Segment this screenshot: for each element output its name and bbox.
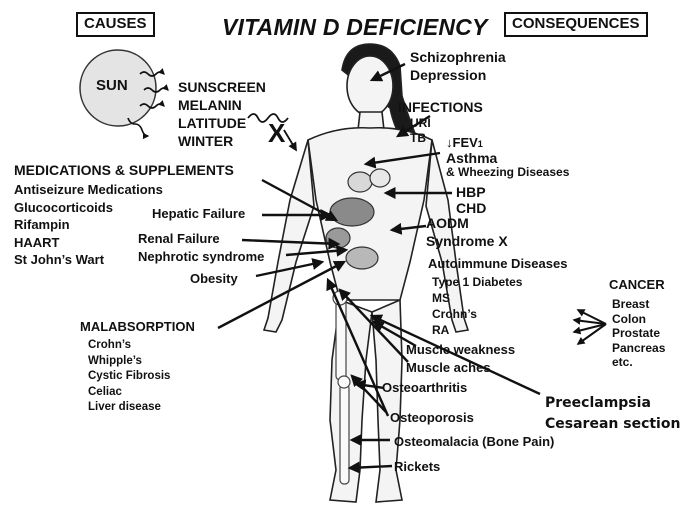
medications-heading: MEDICATIONS & SUPPLEMENTS xyxy=(14,162,234,178)
medications-list: Antiseizure Medications Glucocorticoids … xyxy=(14,181,163,269)
human-body-figure xyxy=(262,43,470,503)
diagram-title: VITAMIN D DEFICIENCY xyxy=(222,14,488,40)
consequence-cesarean: Cesarean section xyxy=(545,416,681,432)
malabsorption-item: Crohn’s xyxy=(88,339,132,351)
sun-label: SUN xyxy=(96,77,128,94)
consequence-osteoporosis: Osteoporosis xyxy=(390,410,474,425)
malabsorption-item: Celiac xyxy=(88,385,122,398)
cause-winter: WINTER xyxy=(178,133,234,149)
consequence-syndrome-x: Syndrome X xyxy=(426,233,508,249)
consequence-osteomalacia: Osteomalacia (Bone Pain) xyxy=(394,434,555,449)
autoimmune-item: Type 1 Diabetes xyxy=(432,275,523,289)
cause-latitude: LATITUDE xyxy=(178,115,247,131)
consequence-depression: Depression xyxy=(410,67,487,83)
medication-item: St John’s Wart xyxy=(14,252,105,267)
psychiatric-consequences: Schizophrenia Depression xyxy=(410,48,506,84)
blocked-x-mark: X xyxy=(268,118,286,148)
cause-melanin: MELANIN xyxy=(178,97,242,113)
cancer-arrows xyxy=(572,309,607,345)
consequence-wheezing: & Wheezing Diseases xyxy=(446,165,570,179)
autoimmune-item: Crohn’s xyxy=(432,307,477,321)
cancer-item: Prostate xyxy=(612,326,661,340)
cancer-item: Colon xyxy=(612,311,646,326)
sun-icon xyxy=(79,49,157,127)
consequences-header: CONSEQUENCES xyxy=(504,12,648,37)
muscle-consequences: Muscle weakness Muscle aches xyxy=(406,341,515,377)
cause-hepatic-failure: Hepatic Failure xyxy=(152,206,246,221)
medication-item: Antiseizure Medications xyxy=(14,182,163,197)
consequence-rickets: Rickets xyxy=(394,459,441,474)
consequence-osteoarthritis: Osteoarthritis xyxy=(382,380,468,395)
cause-obesity: Obesity xyxy=(190,271,238,286)
malabsorption-list: Crohn’s Whipple’s Cystic Fibrosis Celiac… xyxy=(88,338,170,416)
medication-item: Rifampin xyxy=(14,217,70,232)
cancer-list: Breast Colon Prostate Pancreas etc. xyxy=(612,297,665,370)
consequence-chd: CHD xyxy=(456,200,487,216)
cancer-item: Breast xyxy=(612,297,650,311)
causes-header: CAUSES xyxy=(76,12,155,37)
medication-item: Glucocorticoids xyxy=(14,199,113,215)
cancer-item: Pancreas xyxy=(612,340,666,355)
autoimmune-item: RA xyxy=(432,323,450,337)
consequence-fev1: ↓FEV1 xyxy=(446,135,483,150)
cause-renal-failure: Renal Failure xyxy=(138,231,220,246)
metabolic-consequences: AODM Syndrome X xyxy=(426,214,508,250)
consequence-preeclampsia: Preeclampsia xyxy=(545,395,651,411)
malabsorption-item: Whipple’s xyxy=(88,354,142,367)
medication-item: HAART xyxy=(14,234,60,250)
malabsorption-item: Cystic Fibrosis xyxy=(88,370,171,382)
consequence-muscle-weakness: Muscle weakness xyxy=(406,342,516,357)
autoimmune-list: Type 1 Diabetes MS Crohn’s RA xyxy=(432,274,522,338)
cause-nephrotic-syndrome: Nephrotic syndrome xyxy=(138,249,265,264)
infections-list: URI TB xyxy=(410,116,431,146)
autoimmune-heading: Autoimmune Diseases xyxy=(428,256,568,271)
infections-heading: INFECTIONS xyxy=(398,99,483,115)
infection-item: TB xyxy=(410,131,426,145)
blocked-rays-icon xyxy=(247,113,297,152)
cardio-consequences: HBP CHD xyxy=(456,184,486,216)
autoimmune-item: MS xyxy=(432,291,450,305)
cancer-heading: CANCER xyxy=(609,277,665,292)
pregnancy-consequences: Preeclampsia Cesarean section xyxy=(545,393,680,435)
consequence-aodm: AODM xyxy=(426,215,469,231)
arrows xyxy=(217,62,541,474)
cancer-item: etc. xyxy=(612,355,633,369)
cause-sunscreen: SUNSCREEN xyxy=(178,79,266,95)
malabsorption-item: Liver disease xyxy=(88,401,161,413)
malabsorption-heading: MALABSORPTION xyxy=(80,319,195,334)
sun-blockers-list: SUNSCREEN MELANIN LATITUDE WINTER xyxy=(178,78,266,150)
consequence-schizophrenia: Schizophrenia xyxy=(410,49,506,65)
sun-rays-icon xyxy=(127,68,169,140)
consequence-asthma: Asthma xyxy=(446,150,498,166)
infection-item: URI xyxy=(410,116,431,130)
consequence-muscle-aches: Muscle aches xyxy=(406,360,491,375)
consequence-hbp: HBP xyxy=(456,184,486,200)
